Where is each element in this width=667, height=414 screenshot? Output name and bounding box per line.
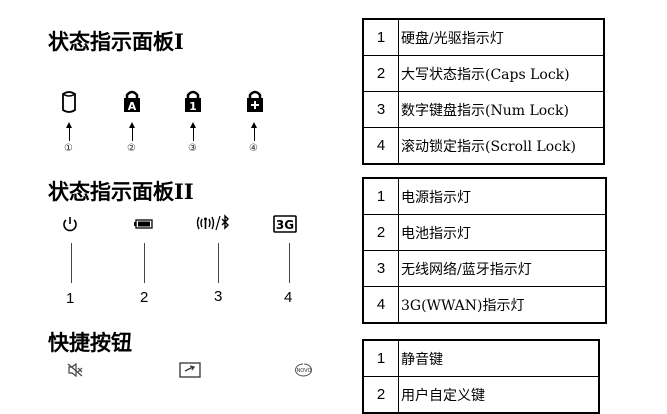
battery-icon <box>134 219 153 229</box>
row-text: 硬盘/光驱指示灯 <box>398 18 605 56</box>
novo-icon-text: NOVO <box>297 368 312 374</box>
panel2-title: 状态指示面板II <box>48 179 194 204</box>
row-text: 电池指示灯 <box>398 214 607 251</box>
panel1-legend-table: 1 硬盘/光驱指示灯 2 大写状态指示(Caps Lock) 3 数字键盘指示(… <box>362 18 605 165</box>
arrow-head <box>190 122 196 128</box>
hotkeys-title: 快捷按钮 <box>48 330 132 355</box>
arrow-line <box>132 127 133 141</box>
row-number: 3 <box>362 91 399 128</box>
marker-3: ③ <box>188 143 197 154</box>
table-row: 1 硬盘/光驱指示灯 <box>362 18 605 56</box>
novo-icon: NOVO <box>295 363 312 377</box>
panel2-legend-table: 1 电源指示灯 2 电池指示灯 3 无线网络/蓝牙指示灯 4 3G(WWAN)指… <box>362 177 607 324</box>
arrow-head <box>66 122 72 128</box>
table-row: 4 3G(WWAN)指示灯 <box>362 286 607 324</box>
wireless-bluetooth-icon <box>196 214 229 231</box>
3g-icon-text: 3G <box>276 218 294 232</box>
indicator-label-4: 4 <box>284 289 293 306</box>
row-text: 数字键盘指示(Num Lock) <box>398 91 605 128</box>
table-row: 2 大写状态指示(Caps Lock) <box>362 55 605 92</box>
mute-icon <box>67 362 83 378</box>
table-row: 2 电池指示灯 <box>362 214 607 251</box>
marker-1: ① <box>64 143 73 154</box>
table-row: 3 数字键盘指示(Num Lock) <box>362 91 605 128</box>
power-icon <box>63 217 77 232</box>
leader-line <box>144 243 145 283</box>
user-defined-icon <box>179 362 201 378</box>
table-row: 2 用户自定义键 <box>362 376 600 414</box>
row-number: 1 <box>362 339 399 377</box>
marker-4: ④ <box>249 143 258 154</box>
row-text: 滚动锁定指示(Scroll Lock) <box>398 127 605 165</box>
svg-text:1: 1 <box>189 100 197 113</box>
arrow-line <box>69 127 70 141</box>
table-row: 1 静音键 <box>362 339 600 377</box>
arrow-line <box>254 127 255 141</box>
row-number: 1 <box>362 18 399 56</box>
table-row: 4 滚动锁定指示(Scroll Lock) <box>362 127 605 165</box>
row-text: 用户自定义键 <box>398 376 600 414</box>
caps-lock-icon: A <box>124 90 140 113</box>
hdd-icon <box>62 91 76 113</box>
scroll-lock-icon <box>247 90 263 112</box>
arrow-head <box>251 122 257 128</box>
row-number: 2 <box>362 376 399 414</box>
indicator-label-1: 1 <box>66 290 75 307</box>
row-text: 无线网络/蓝牙指示灯 <box>398 250 607 287</box>
hotkeys-legend-table: 1 静音键 2 用户自定义键 <box>362 339 600 414</box>
leader-line <box>71 243 72 283</box>
row-text: 静音键 <box>398 339 600 377</box>
leader-line <box>289 243 290 283</box>
indicator-label-3: 3 <box>214 288 223 305</box>
row-number: 4 <box>362 286 399 324</box>
num-lock-icon: 1 <box>185 90 201 113</box>
row-number: 2 <box>362 55 399 92</box>
marker-2: ② <box>127 143 136 154</box>
table-row: 3 无线网络/蓝牙指示灯 <box>362 250 607 287</box>
row-text: 电源指示灯 <box>398 177 607 215</box>
row-text: 3G(WWAN)指示灯 <box>398 286 607 324</box>
row-number: 3 <box>362 250 399 287</box>
indicator-label-2: 2 <box>140 289 149 306</box>
leader-line <box>218 243 219 283</box>
3g-icon: 3G <box>273 215 297 233</box>
row-number: 1 <box>362 177 399 215</box>
svg-text:A: A <box>128 100 137 113</box>
row-number: 4 <box>362 127 399 165</box>
table-row: 1 电源指示灯 <box>362 177 607 215</box>
arrow-head <box>129 122 135 128</box>
arrow-line <box>193 127 194 141</box>
row-number: 2 <box>362 214 399 251</box>
row-text: 大写状态指示(Caps Lock) <box>398 55 605 92</box>
panel1-title: 状态指示面板I <box>48 29 184 54</box>
